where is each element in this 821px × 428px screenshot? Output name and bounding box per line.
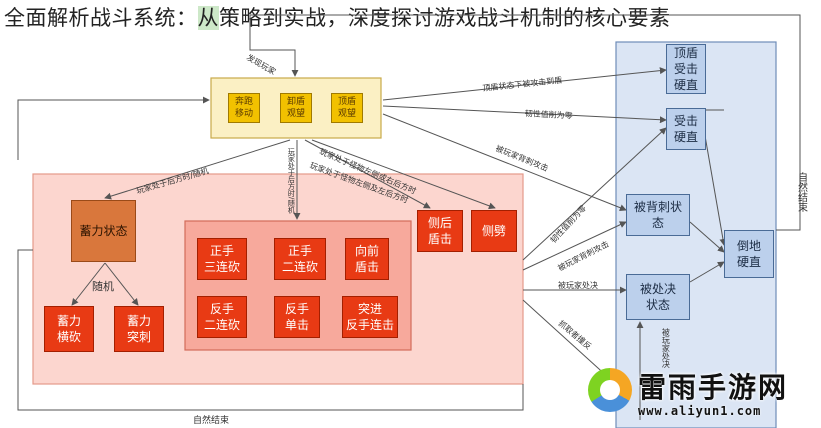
state-hit-stun: 受击 硬直 xyxy=(666,108,706,150)
attack-forehand-triple: 正手 三连砍 xyxy=(197,238,247,280)
attack-dash-backhand: 突进 反手连击 xyxy=(342,296,398,338)
attack-side-back-shield: 侧后 盾击 xyxy=(417,210,463,252)
state-run-move: 奔跑 移动 xyxy=(228,93,260,123)
edge-label-exec-end: 被玩家处决 xyxy=(661,328,671,368)
attack-charge-thrust: 蓄力 突刺 xyxy=(114,306,164,352)
attack-backhand-single: 反手 单击 xyxy=(274,296,320,338)
state-unshield-watch: 卸盾 观望 xyxy=(280,93,312,123)
state-knockdown: 倒地 硬直 xyxy=(724,230,774,278)
edge-label-execute: 被玩家处决 xyxy=(558,281,598,290)
attack-charge-slash: 蓄力 横砍 xyxy=(44,306,94,352)
attack-forward-shield: 向前 盾击 xyxy=(345,238,389,280)
edge-label-natural-end-bottom: 自然结束 xyxy=(193,416,230,426)
page-title: 全面解析战斗系统：从策略到实战，深度探讨游戏战斗机制的核心要素 xyxy=(4,6,671,30)
watermark-name: 雷雨手游网 xyxy=(638,371,789,404)
state-executed: 被处决 状态 xyxy=(626,274,690,320)
state-charge: 蓄力状态 xyxy=(71,200,136,262)
attack-backhand-double: 反手 二连砍 xyxy=(197,296,247,338)
attack-forehand-double: 正手 二连砍 xyxy=(274,238,326,280)
attack-side-chop: 侧劈 xyxy=(471,210,517,252)
edge-label-natural-end-right: 自然结束 xyxy=(795,172,807,212)
edge-label-player-behind-random-2: 玩家处于后方时/随机 xyxy=(287,148,296,214)
state-backstabbed: 被背刺状 态 xyxy=(626,194,690,236)
watermark: 雷雨手游网 www.aliyun1.com xyxy=(588,366,818,426)
state-shield-hit-stun: 顶盾 受击 硬直 xyxy=(666,44,706,94)
state-shield-watch: 顶盾 观望 xyxy=(331,93,363,123)
label-random: 随机 xyxy=(92,280,114,293)
site-logo-icon xyxy=(588,368,632,412)
watermark-url: www.aliyun1.com xyxy=(638,404,762,418)
